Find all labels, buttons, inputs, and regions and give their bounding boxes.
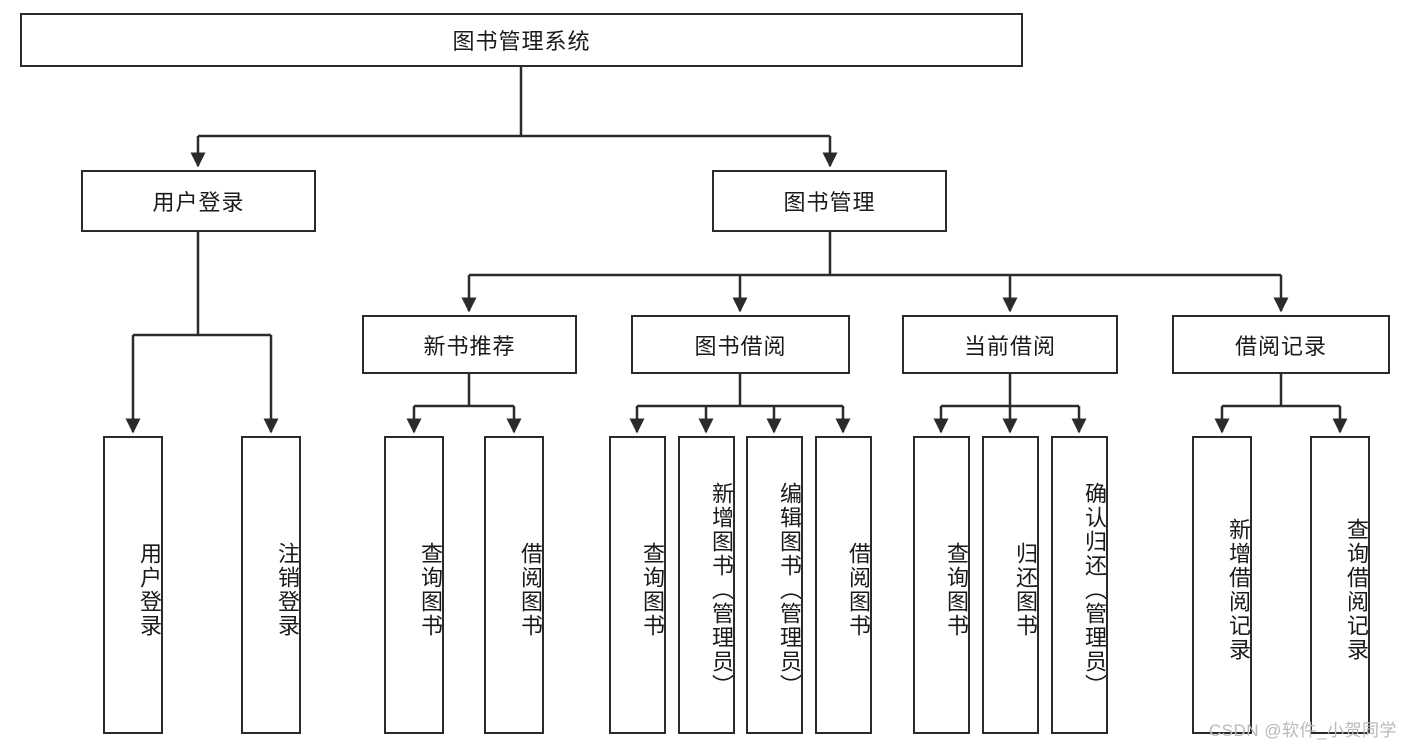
node-leaf-cb-confirm-return-label: 确认归还（管理员） [1082,482,1107,698]
node-user-login[interactable]: 用户登录 [81,170,316,232]
node-leaf-nbr-borrow-book[interactable]: 借阅图书 [484,436,544,734]
node-leaf-bb-borrow-book-label: 借阅图书 [846,542,871,638]
node-leaf-user-login[interactable]: 用户登录 [103,436,163,734]
node-leaf-logout[interactable]: 注销登录 [241,436,301,734]
node-user-login-label: 用户登录 [152,190,245,215]
node-leaf-nbr-query-book[interactable]: 查询图书 [384,436,444,734]
node-leaf-bb-query-book[interactable]: 查询图书 [609,436,666,734]
node-leaf-nbr-query-book-label: 查询图书 [418,542,443,638]
node-root-label: 图书管理系统 [452,29,591,54]
node-borrow-record[interactable]: 借阅记录 [1172,315,1390,374]
node-current-borrow[interactable]: 当前借阅 [902,315,1118,374]
node-leaf-br-query-record[interactable]: 查询借阅记录 [1310,436,1370,734]
node-leaf-bb-add-book-label: 新增图书（管理员） [709,482,734,698]
node-book-borrow[interactable]: 图书借阅 [631,315,850,374]
node-current-borrow-label: 当前借阅 [963,333,1056,359]
node-leaf-bb-add-book[interactable]: 新增图书（管理员） [678,436,735,734]
node-borrow-record-label: 借阅记录 [1234,333,1327,359]
node-root[interactable]: 图书管理系统 [20,13,1023,67]
node-leaf-bb-edit-book[interactable]: 编辑图书（管理员） [746,436,803,734]
node-new-book-rec-label: 新书推荐 [423,333,516,359]
watermark: CSDN @软件_小贺同学 [1208,721,1397,740]
node-leaf-br-add-record[interactable]: 新增借阅记录 [1192,436,1252,734]
node-leaf-bb-edit-book-label: 编辑图书（管理员） [777,482,802,698]
node-leaf-logout-label: 注销登录 [275,542,300,638]
node-new-book-rec[interactable]: 新书推荐 [362,315,577,374]
node-leaf-cb-query-book[interactable]: 查询图书 [913,436,970,734]
node-book-borrow-label: 图书借阅 [694,333,787,359]
node-leaf-cb-confirm-return[interactable]: 确认归还（管理员） [1051,436,1108,734]
node-leaf-br-query-record-label: 查询借阅记录 [1344,518,1369,662]
node-leaf-bb-borrow-book[interactable]: 借阅图书 [815,436,872,734]
node-book-manage[interactable]: 图书管理 [712,170,947,232]
node-leaf-bb-query-book-label: 查询图书 [640,542,665,638]
node-leaf-br-add-record-label: 新增借阅记录 [1226,518,1251,662]
node-leaf-cb-return-book-label: 归还图书 [1013,542,1038,638]
node-leaf-user-login-label: 用户登录 [137,542,162,638]
node-leaf-cb-return-book[interactable]: 归还图书 [982,436,1039,734]
node-leaf-cb-query-book-label: 查询图书 [944,542,969,638]
node-book-manage-label: 图书管理 [783,190,876,215]
node-leaf-nbr-borrow-book-label: 借阅图书 [518,542,543,638]
